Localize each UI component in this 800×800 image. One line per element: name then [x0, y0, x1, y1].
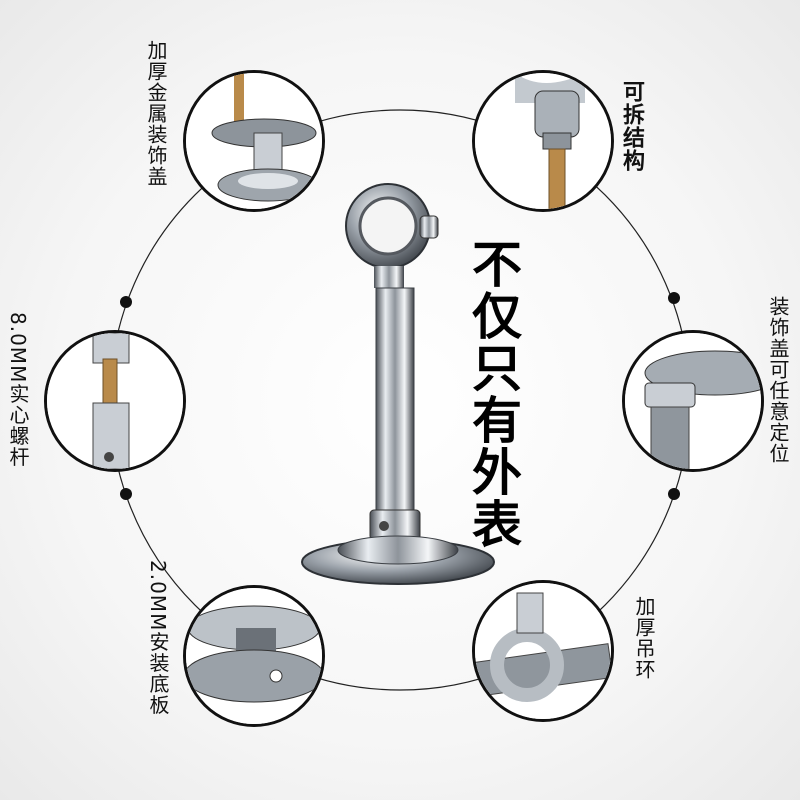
detail-bubble-solid-rod	[44, 330, 186, 472]
detail-bubble-base-plate	[183, 585, 325, 727]
orbit-dot	[668, 488, 680, 500]
label-thick-metal-cover: 加厚金属装饰盖	[144, 40, 168, 187]
label-thick-ring: 加厚吊环	[632, 596, 656, 680]
metal-cover-closeup-image	[186, 73, 322, 209]
label-cover-positioning: 装饰盖可任意定位	[766, 296, 790, 464]
solid-rod-closeup-image	[47, 333, 183, 469]
headline-text: 不仅只有外表	[464, 238, 522, 550]
detail-bubble-thick-ring	[472, 580, 614, 722]
detail-bubble-cover-positioning	[622, 330, 764, 472]
label-base-plate: 2.0MM安装底板	[146, 560, 170, 716]
thick-ring-closeup-image	[475, 583, 611, 719]
curtain-rod-bracket-image	[301, 183, 495, 585]
cover-positioning-closeup-image	[625, 333, 761, 469]
orbit-dot	[668, 292, 680, 304]
detail-bubble-metal-cover	[183, 70, 325, 212]
orbit-dot	[120, 488, 132, 500]
label-detachable: 可拆结构	[619, 80, 644, 172]
orbit-dot	[120, 296, 132, 308]
detachable-closeup-image	[475, 73, 611, 209]
detail-bubble-detachable	[472, 70, 614, 212]
base-plate-closeup-image	[186, 588, 322, 724]
label-solid-rod: 8.0MM实心螺杆	[6, 312, 30, 468]
